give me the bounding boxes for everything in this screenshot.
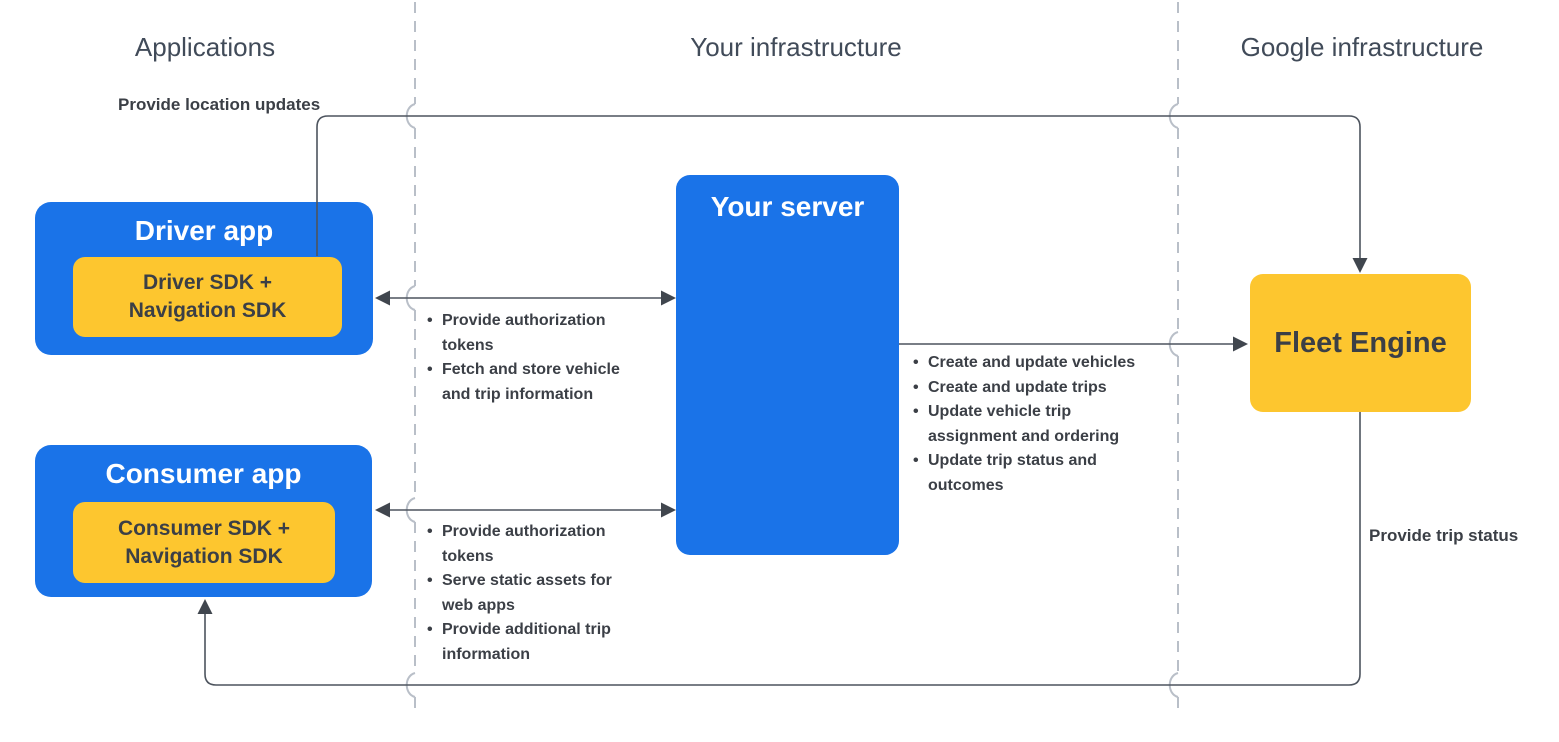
consumer-sdk-box: Consumer SDK +Navigation SDK: [73, 502, 335, 583]
edge-label-provide-trip-status: Provide trip status: [1369, 526, 1519, 545]
driver-server-bullets: Provide authorization tokensFetch and st…: [427, 309, 637, 407]
bullet-item: Provide authorization tokens: [427, 520, 617, 569]
arrow-consumer-server: [375, 502, 676, 518]
bullet-item: Provide additional trip information: [427, 618, 617, 667]
bullet-item: Create and update vehicles: [913, 351, 1158, 376]
driver-app-box: Driver app Driver SDK +Navigation SDK: [35, 202, 373, 355]
bullet-item: Update vehicle trip assignment and order…: [913, 400, 1158, 449]
bullet-item: Fetch and store vehicle and trip informa…: [427, 358, 637, 407]
bullet-item: Provide authorization tokens: [427, 309, 637, 358]
bullet-item: Serve static assets for web apps: [427, 569, 617, 618]
driver-sdk-label: Driver SDK +Navigation SDK: [128, 271, 287, 322]
column-header-applications: Applications: [134, 32, 276, 62]
bullet-item: Create and update trips: [913, 376, 1158, 401]
your-server-title: Your server: [710, 191, 865, 222]
arrow-driver-server: [375, 290, 676, 306]
consumer-sdk-label: Consumer SDK +Navigation SDK: [117, 516, 291, 568]
dashed-divider-left: [405, 2, 416, 716]
consumer-app-title: Consumer app: [105, 458, 302, 489]
fleet-engine-title: Fleet Engine: [1274, 326, 1447, 359]
consumer-server-bullets: Provide authorization tokensServe static…: [427, 520, 617, 667]
driver-app-title: Driver app: [134, 215, 274, 246]
edge-label-provide-location-updates: Provide location updates: [118, 95, 321, 114]
driver-sdk-box: Driver SDK +Navigation SDK: [73, 257, 342, 337]
column-header-google-infrastructure: Google infrastructure: [1240, 32, 1484, 62]
column-header-your-infrastructure: Your infrastructure: [690, 32, 902, 62]
fleet-engine-box: Fleet Engine: [1250, 274, 1471, 412]
arrow-server-to-fleet-engine: [899, 336, 1248, 352]
dashed-divider-right: [1168, 2, 1179, 716]
bullet-item: Update trip status and outcomes: [913, 449, 1158, 498]
your-server-box: Your server: [676, 175, 899, 555]
server-fleet-bullets: Create and update vehiclesCreate and upd…: [913, 351, 1158, 498]
consumer-app-box: Consumer app Consumer SDK +Navigation SD…: [35, 445, 372, 597]
